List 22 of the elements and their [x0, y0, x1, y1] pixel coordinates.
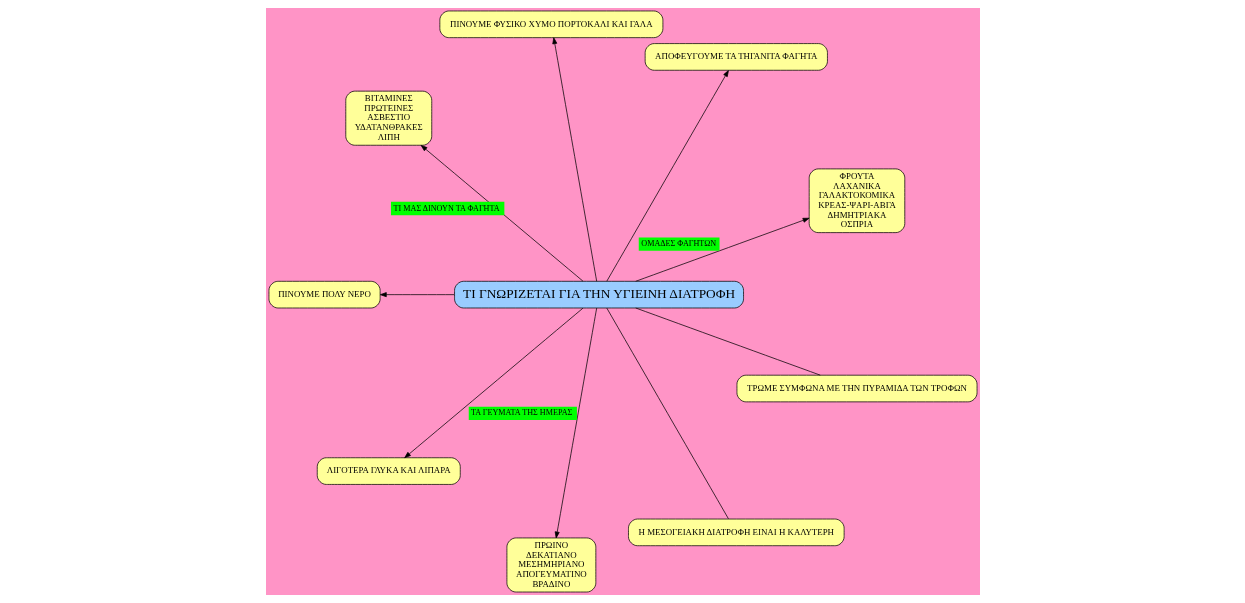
- arrow: [605, 70, 729, 282]
- arrow: [379, 292, 455, 298]
- node-box: ΤΡΩΜΕ ΣΥΜΦΩΝΑ ΜΕ ΤΗΝ ΠΥΡΑΜΙΔΑ ΤΩΝ ΤΡΟΦΩΝ: [736, 374, 977, 403]
- arrow: [403, 307, 583, 459]
- edge-label: ΤΑ ΓΕΥΜΑΤΑ ΤΗΣ ΗΜΕΡΑΣ: [470, 408, 572, 418]
- edge-label: ΤΙ ΜΑΣ ΔΙΝΟΥΝ ΤΑ ΦΑΓΗΤΑ: [393, 203, 500, 213]
- node-box: ΛΙΓΟΤΕΡΑ ΓΛΥΚΑ ΚΑΙ ΛΙΠΑΡΑ: [316, 457, 461, 485]
- node-box: ΠΡΩΙΝΟ ΔΕΚΑΤΙΑΝΟ ΜΕΣΗΜΗΡΙΑΝΟ ΑΠΟΓΕΥΜΑΤΙΝΟ ΒΡΑΔΙΝΟ: [506, 537, 596, 593]
- node-box: ΠΙΝΟΥΜΕ ΦΥΣΙΚΟ ΧΥΜΟ ΠΟΡΤΟΚΑΛΙ ΚΑΙ ΓΑΛΑ: [439, 10, 663, 38]
- arrow: [551, 37, 597, 282]
- node-box: ΒΙΤΑΜΙΝΕΣ ΠΡΩΤΕΙΝΕΣ ΑΣΒΕΣΤΙΟ ΥΔΑΤΑΝΘΡΑΚΕΣ ΛΙΠΗ: [344, 90, 432, 146]
- node-box: ΑΠΟΦΕΥΓΟΥΜΕ ΤΑ ΤΗΓΑΝΙΤΑ ΦΑΓΗΤΑ: [644, 43, 828, 71]
- connector: [634, 307, 821, 376]
- node-box: ΦΡΟΥΤΑ ΛΑΧΑΝΙΚΑ ΓΑΛΑΚΤΟΚΟΜΙΚΑ ΚΡΕΑΣ-ΨΑΡΙ-ΑΒΓΑ ΔΗΜΗΤΡΙΑΚΑ ΟΣΠΡΙΑ: [808, 168, 905, 233]
- connector: [605, 307, 729, 520]
- arrow: [634, 217, 809, 282]
- node-box: ΤΙ ΓΝΩΡΙΖΕΤΑΙ ΓΙΑ ΤΗΝ ΥΓΙΕΙΝΗ ΔΙΑΤΡΟΦΗ: [453, 280, 744, 309]
- arrow: [420, 145, 583, 282]
- node-box: Η ΜΕΣΟΓΕΙΑΚΗ ΔΙΑΤΡΟΦΗ ΕΙΝΑΙ Η ΚΑΛΥΤΕΡΗ: [627, 518, 844, 547]
- node-box: ΠΙΝΟΥΜΕ ΠΟΛΥ ΝΕΡΟ: [268, 280, 380, 309]
- arrow: [554, 307, 597, 539]
- edge-label: ΟΜΑΔΕΣ ΦΑΓΗΤΩΝ: [640, 239, 716, 249]
